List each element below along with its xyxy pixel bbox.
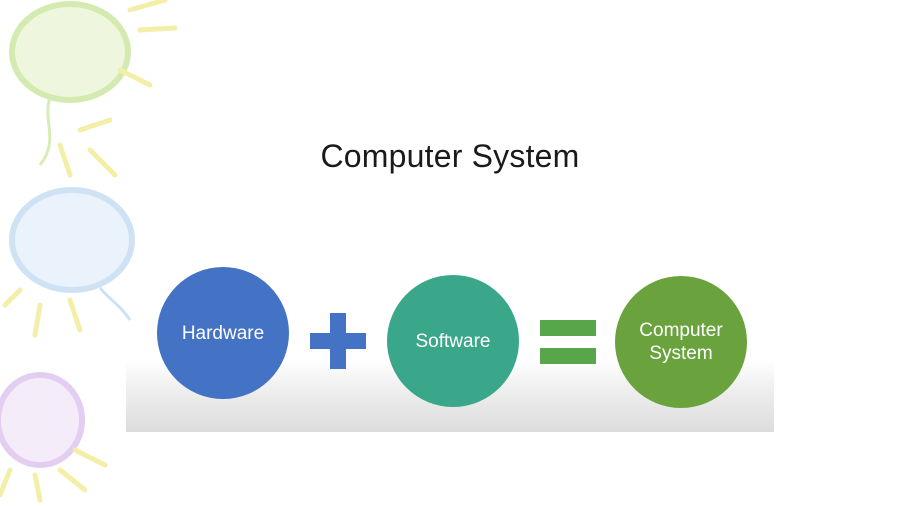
hardware-label: Hardware bbox=[181, 322, 265, 344]
plus-icon bbox=[310, 313, 366, 369]
computer-system-label: Computer System bbox=[639, 320, 723, 364]
software-label: Software bbox=[415, 330, 491, 352]
equals-bottom-bar bbox=[540, 348, 596, 364]
computer-system-circle: Computer System bbox=[615, 276, 747, 408]
equals-top-bar bbox=[540, 320, 596, 336]
diagram-title: Computer System bbox=[320, 138, 580, 174]
hardware-circle: Hardware bbox=[157, 267, 289, 399]
plus-vertical-bar bbox=[330, 313, 346, 369]
software-circle: Software bbox=[387, 275, 519, 407]
equals-icon bbox=[540, 320, 596, 366]
